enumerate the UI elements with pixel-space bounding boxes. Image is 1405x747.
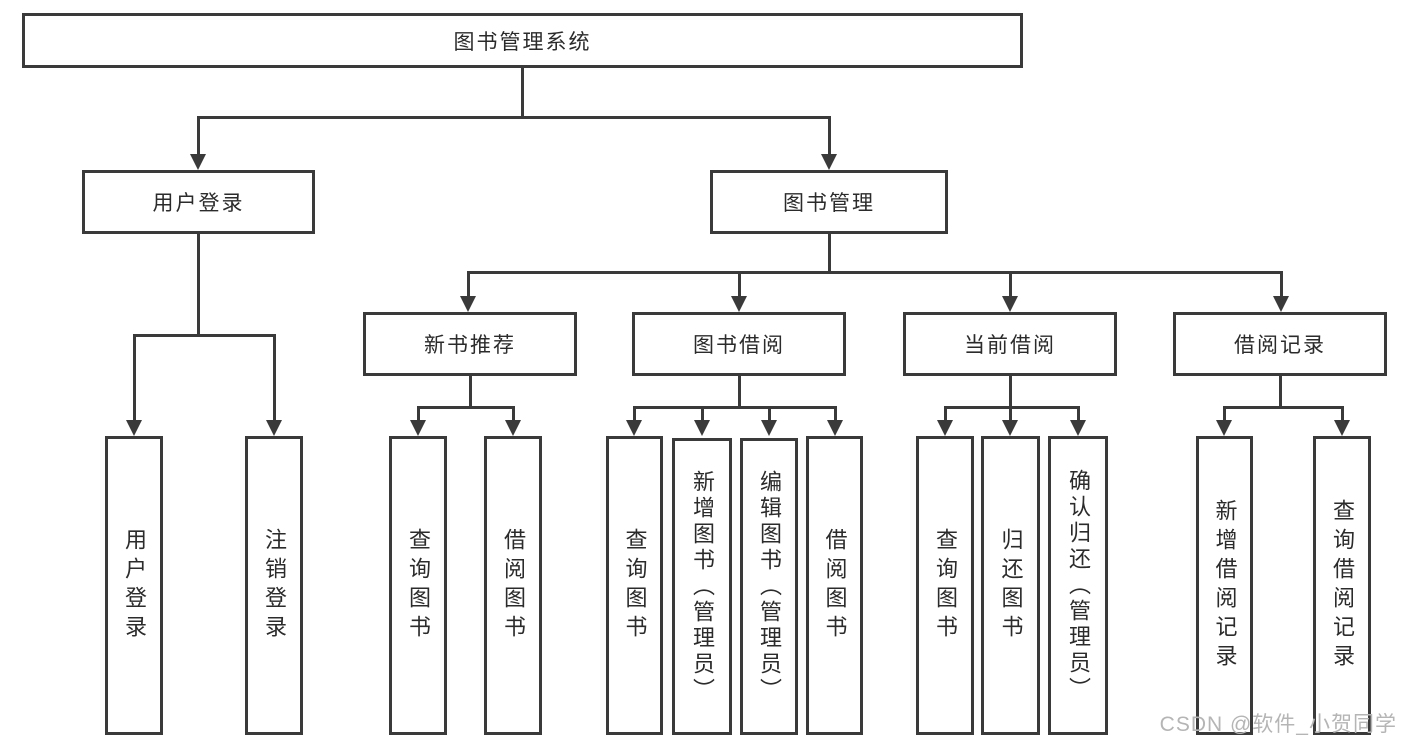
connector-rail-line (943, 405, 1080, 409)
connector-arrowhead-icon (827, 420, 843, 436)
connector-arrowhead-icon (266, 420, 282, 436)
connector-stub-line (632, 407, 636, 422)
connector-stub-line (943, 407, 947, 422)
connector-arrowhead-icon (1273, 296, 1289, 312)
connector-rail-line (632, 405, 837, 409)
node-book-borrowing: 图书借阅 (632, 312, 846, 376)
leaf-current-confirm-return-admin: 确认归还（管理员） (1048, 436, 1108, 735)
connector-stub-line (1008, 272, 1012, 298)
leaf-records-add-borrow-record: 新增借阅记录 (1196, 436, 1253, 735)
connector-stub-line (1279, 272, 1283, 298)
connector-arrowhead-icon (1216, 420, 1232, 436)
connector-stub-line (1076, 407, 1080, 422)
connector-arrowhead-icon (410, 420, 426, 436)
connector-arrowhead-icon (190, 154, 206, 170)
connector-drop-line (196, 234, 200, 337)
connector-drop-line (468, 376, 472, 409)
connector-drop-line (520, 68, 524, 119)
connector-arrowhead-icon (694, 420, 710, 436)
connector-stub-line (511, 407, 515, 422)
connector-arrowhead-icon (1334, 420, 1350, 436)
connector-stub-line (416, 407, 420, 422)
connector-stub-line (700, 407, 704, 422)
connector-arrowhead-icon (937, 420, 953, 436)
leaf-borrowing-add-book-admin: 新增图书（管理员） (672, 438, 732, 735)
leaf-borrowing-borrow-books: 借阅图书 (806, 436, 863, 735)
leaf-borrowing-query-books: 查询图书 (606, 436, 663, 735)
leaf-newrec-query-books: 查询图书 (389, 436, 447, 735)
connector-stub-line (1222, 407, 1226, 422)
connector-arrowhead-icon (126, 420, 142, 436)
node-current-borrowing: 当前借阅 (903, 312, 1117, 376)
connector-rail-line (1222, 405, 1344, 409)
connector-arrowhead-icon (626, 420, 642, 436)
connector-stub-line (196, 117, 200, 156)
connector-arrowhead-icon (460, 296, 476, 312)
connector-arrowhead-icon (505, 420, 521, 436)
connector-drop-line (827, 233, 831, 274)
node-new-book-recommendation: 新书推荐 (363, 312, 577, 376)
connector-rail-line (132, 333, 276, 337)
node-library-management-system: 图书管理系统 (22, 13, 1023, 68)
connector-drop-line (1008, 376, 1012, 409)
connector-arrowhead-icon (1070, 420, 1086, 436)
connector-stub-line (466, 272, 470, 298)
leaf-user-login: 用户登录 (105, 436, 163, 735)
connector-arrowhead-icon (1002, 420, 1018, 436)
connector-rail-line (416, 405, 515, 409)
connector-stub-line (737, 272, 741, 298)
leaf-records-query-borrow-record: 查询借阅记录 (1313, 436, 1371, 735)
leaf-borrowing-edit-book-admin: 编辑图书（管理员） (740, 438, 798, 735)
connector-stub-line (767, 407, 771, 422)
connector-stub-line (827, 117, 831, 156)
connector-arrowhead-icon (731, 296, 747, 312)
node-borrowing-records: 借阅记录 (1173, 312, 1387, 376)
connector-rail-line (466, 270, 1283, 274)
connector-stub-line (272, 335, 276, 422)
connector-drop-line (1278, 376, 1282, 409)
connector-stub-line (833, 407, 837, 422)
connector-arrowhead-icon (821, 154, 837, 170)
leaf-logout-login: 注销登录 (245, 436, 303, 735)
connector-drop-line (737, 376, 741, 409)
connector-rail-line (196, 115, 831, 119)
connector-arrowhead-icon (1002, 296, 1018, 312)
leaf-current-query-books: 查询图书 (916, 436, 974, 735)
node-user-login: 用户登录 (82, 170, 315, 234)
connector-arrowhead-icon (761, 420, 777, 436)
node-book-management: 图书管理 (710, 170, 948, 234)
connector-stub-line (1340, 407, 1344, 422)
connector-stub-line (1008, 407, 1012, 422)
connector-stub-line (132, 335, 136, 422)
leaf-newrec-borrow-books: 借阅图书 (484, 436, 542, 735)
leaf-current-return-books: 归还图书 (981, 436, 1040, 735)
watermark: CSDN @软件_小贺同学 (1159, 713, 1397, 736)
